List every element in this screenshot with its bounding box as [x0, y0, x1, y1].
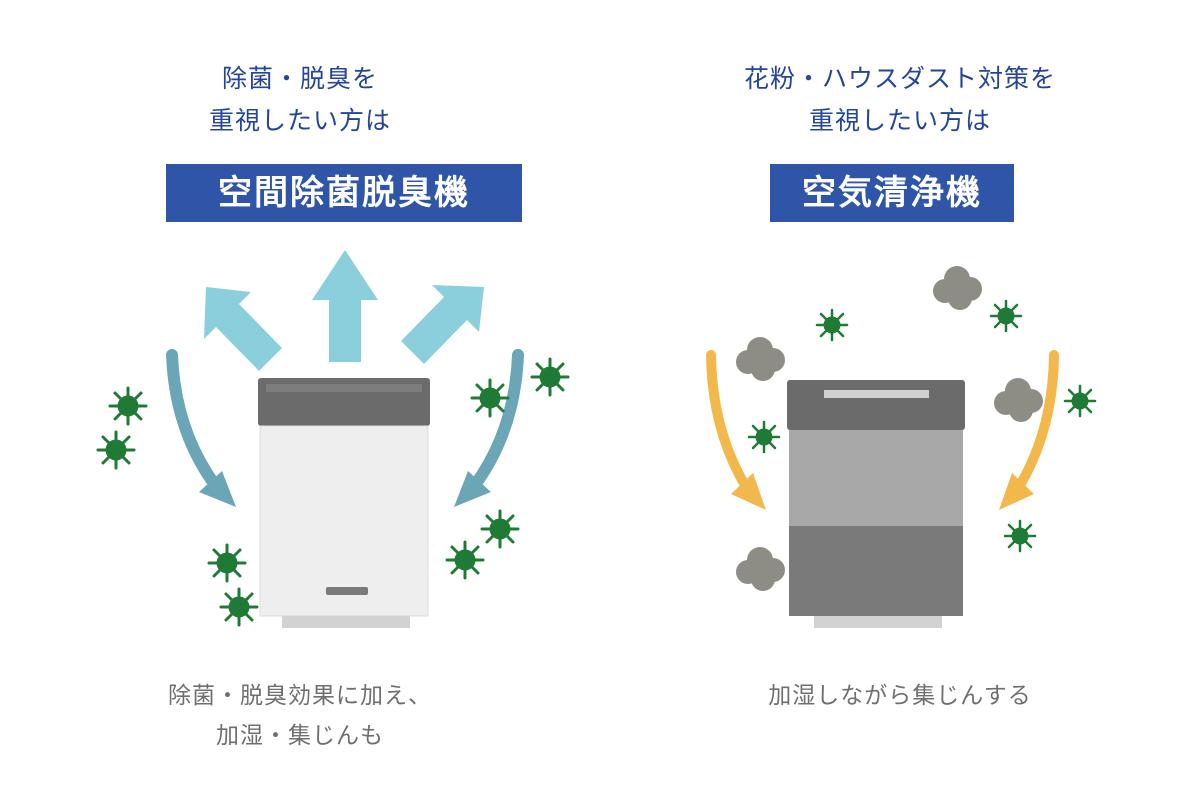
left-lead-line-2: 重視したい方は — [208, 106, 391, 135]
right-lead-text: 花粉・ハウスダスト対策を 重視したい方は — [600, 58, 1200, 142]
arrow-up-icon — [204, 250, 484, 371]
left-product-badge: 空間除菌脱臭機 — [166, 164, 522, 222]
left-caption-line-1: 除菌・脱臭効果に加え、 — [168, 683, 432, 709]
right-caption-line-1: 加湿しながら集じんする — [768, 683, 1032, 709]
left-illustration — [96, 250, 570, 628]
left-caption-line-2: 加湿・集じんも — [216, 723, 384, 749]
right-product-badge: 空気清浄機 — [770, 164, 1014, 222]
right-lead-line-2: 重視したい方は — [808, 106, 991, 135]
left-lead-line-1: 除菌・脱臭を — [221, 64, 378, 93]
curved-arrow-head-icon — [199, 471, 491, 507]
right-lead-line-1: 花粉・ハウスダスト対策を — [743, 64, 1056, 93]
right-caption: 加湿しながら集じんする — [600, 676, 1200, 716]
curved-arrow-icon — [706, 350, 1059, 492]
left-caption: 除菌・脱臭効果に加え、 加湿・集じんも — [0, 676, 600, 756]
right-panel: 花粉・ハウスダスト対策を 重視したい方は 空気清浄機 — [600, 0, 1200, 800]
curved-arrow-head-icon — [731, 473, 1034, 510]
right-illustration — [706, 266, 1097, 628]
air-purifier-icon — [787, 380, 965, 628]
left-panel: 除菌・脱臭を 重視したい方は 空間除菌脱臭機 — [0, 58, 600, 756]
left-lead-text: 除菌・脱臭を 重視したい方は — [0, 58, 600, 142]
curved-arrow-icon — [166, 349, 524, 491]
space-sterilizer-icon — [258, 378, 430, 628]
